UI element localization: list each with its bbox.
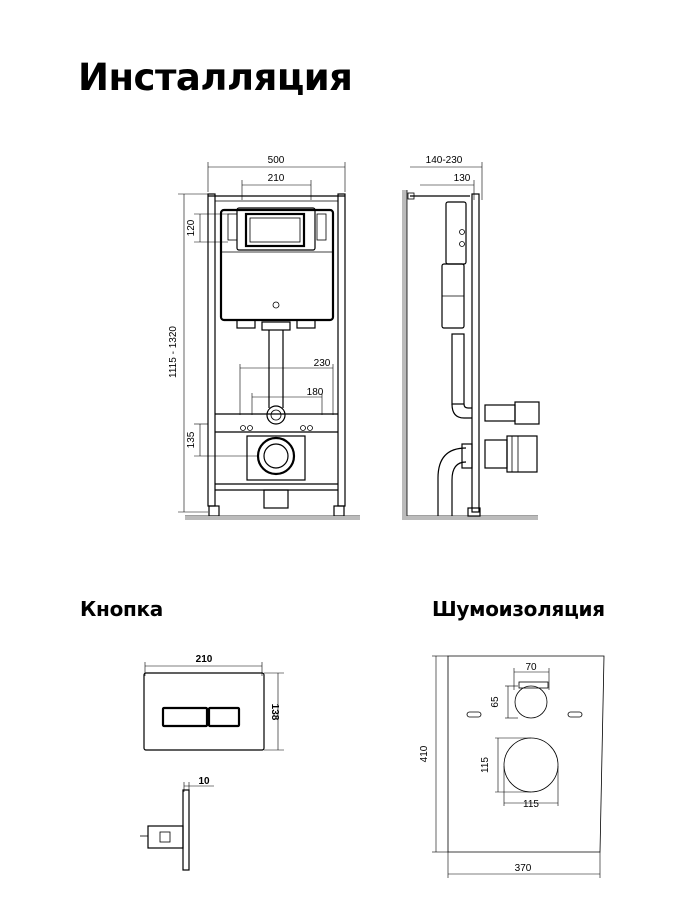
dim-height-range: 1115 - 1320	[168, 326, 179, 378]
dim-button-height: 138	[269, 704, 280, 721]
dim-button-thickness: 10	[198, 776, 210, 787]
button-heading: Кнопка	[80, 597, 163, 621]
dim-pipe-spacing-wide: 230	[314, 358, 331, 369]
dim-width-inner: 210	[268, 173, 285, 184]
button-drawing: 210 138 10	[140, 654, 284, 871]
dim-sheet-height: 410	[419, 745, 430, 762]
dim-sheet-width: 370	[515, 863, 532, 874]
dim-button-width: 210	[196, 654, 213, 665]
dim-large-hole-width: 115	[523, 799, 539, 810]
dim-bottom-offset: 135	[186, 431, 197, 448]
dim-top-offset: 120	[186, 219, 197, 236]
dim-large-hole-height: 115	[480, 757, 491, 773]
insulation-drawing: 70 65 115 115 410 370	[419, 655, 605, 878]
noise-insulation-heading: Шумоизоляция	[432, 597, 605, 621]
front-view-drawing: 500 210 230 180	[168, 155, 360, 520]
dim-pipe-spacing-narrow: 180	[307, 387, 324, 398]
side-view-drawing: 140-230 130	[402, 155, 540, 520]
dim-small-hole-width: 70	[525, 662, 537, 673]
dim-width-total: 500	[268, 155, 285, 166]
dim-depth-fixed: 130	[454, 173, 471, 184]
dim-small-hole-height: 65	[490, 696, 501, 708]
installation-heading: Инсталляция	[78, 56, 353, 99]
dim-depth-range: 140-230	[426, 155, 463, 166]
